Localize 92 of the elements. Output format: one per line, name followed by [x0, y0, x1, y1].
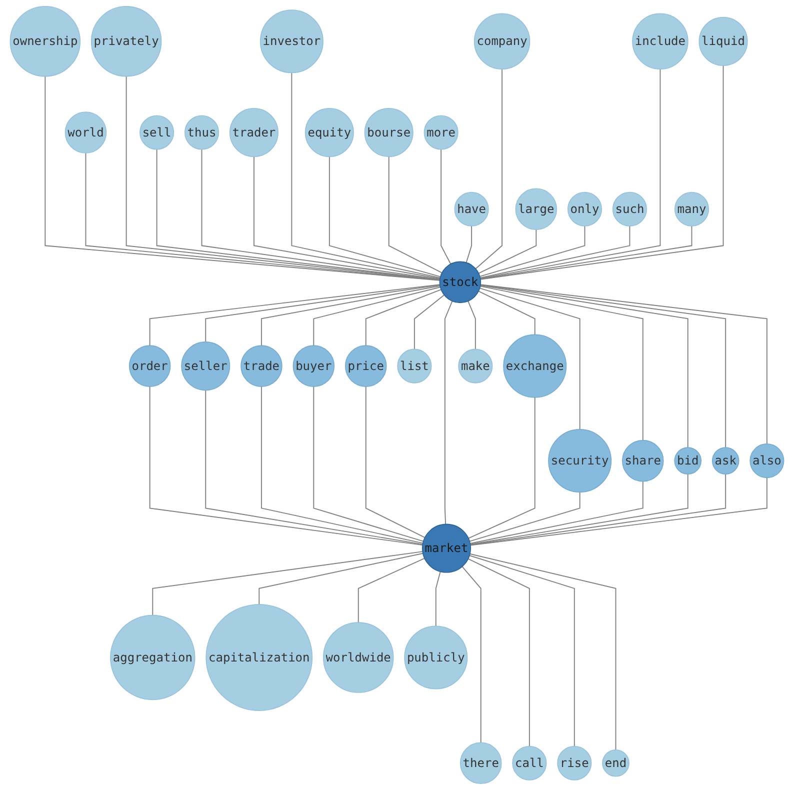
connector [478, 229, 537, 274]
connector [291, 72, 441, 278]
connector [480, 226, 692, 280]
connector [260, 285, 440, 346]
node-circle: sell [140, 115, 174, 150]
node-circle: large [515, 188, 558, 230]
node-circle: there [460, 742, 502, 784]
connector [466, 226, 472, 264]
node-circle: bid [674, 447, 702, 474]
node-circle: investor [260, 10, 324, 74]
connector [313, 386, 424, 542]
connector [468, 558, 530, 747]
connector [388, 156, 442, 274]
node-circle: ownership [10, 6, 81, 77]
node-circle: worldwide [323, 622, 394, 693]
connector [365, 289, 442, 346]
connector [444, 300, 453, 525]
connector [201, 148, 440, 280]
connector [205, 284, 440, 342]
node-circle: order [128, 345, 171, 387]
connector [479, 226, 586, 277]
node-circle: trade [240, 345, 282, 387]
node-circle: buyer [292, 345, 335, 387]
connector [480, 286, 644, 441]
connector [85, 152, 440, 281]
node-circle: liquid [698, 16, 748, 66]
node-circle: world [64, 112, 107, 154]
node-circle: only [567, 192, 602, 226]
node-circle: include [632, 13, 688, 70]
node-circle: stock [439, 261, 482, 304]
connector [149, 284, 440, 346]
connector [470, 480, 644, 544]
connector [462, 566, 482, 744]
connector [205, 390, 424, 545]
connector [152, 551, 424, 616]
connector [44, 76, 440, 281]
connector [149, 386, 424, 546]
node-circle: seller [181, 342, 230, 391]
node-circle: such [612, 192, 647, 226]
connector [328, 156, 441, 278]
node-circle: equity [304, 108, 354, 157]
node-circle: publicly [404, 626, 468, 690]
connector [260, 386, 424, 544]
node-circle: ask [712, 447, 740, 474]
node-circle: end [602, 749, 630, 777]
node-circle: thus [184, 115, 220, 150]
connector [156, 148, 440, 280]
node-circle: share [622, 440, 664, 482]
connector [414, 294, 445, 350]
connector [480, 65, 724, 280]
connector [470, 477, 768, 546]
node-circle: more [424, 115, 458, 150]
node-circle: exchange [503, 334, 567, 398]
node-circle: market [422, 524, 471, 573]
node-circle: company [474, 13, 530, 70]
connector [253, 156, 440, 280]
node-circle: privately [90, 6, 162, 77]
connector [469, 492, 580, 542]
connector [469, 553, 616, 750]
connector [258, 552, 424, 605]
node-circle: trader [229, 108, 278, 157]
node-circle: list [397, 348, 432, 384]
connector [478, 290, 536, 336]
node-circle: bourse [364, 108, 414, 157]
connector [480, 284, 768, 444]
node-circle: make [458, 348, 493, 384]
connector [435, 571, 441, 627]
connector [126, 76, 440, 280]
connector [475, 68, 503, 270]
connector [480, 284, 726, 448]
connector [480, 226, 630, 278]
node-circle: call [512, 746, 547, 780]
connector [470, 474, 726, 546]
node-circle: price [344, 345, 387, 387]
connector [480, 284, 688, 448]
connector [469, 555, 575, 747]
connector [470, 474, 688, 545]
connector [440, 148, 452, 264]
connector [468, 396, 536, 539]
node-circle: rise [557, 746, 592, 780]
connector [313, 286, 441, 346]
node-circle: capitalization [206, 604, 313, 711]
node-circle: aggregation [110, 614, 196, 700]
node-circle: many [674, 192, 709, 226]
node-circle: security [548, 429, 612, 493]
connector [480, 68, 661, 279]
connector [479, 288, 580, 430]
node-circle: have [454, 192, 489, 226]
connector [468, 300, 476, 350]
node-circle: also [750, 444, 784, 478]
connector [365, 386, 426, 538]
connector [358, 558, 426, 624]
